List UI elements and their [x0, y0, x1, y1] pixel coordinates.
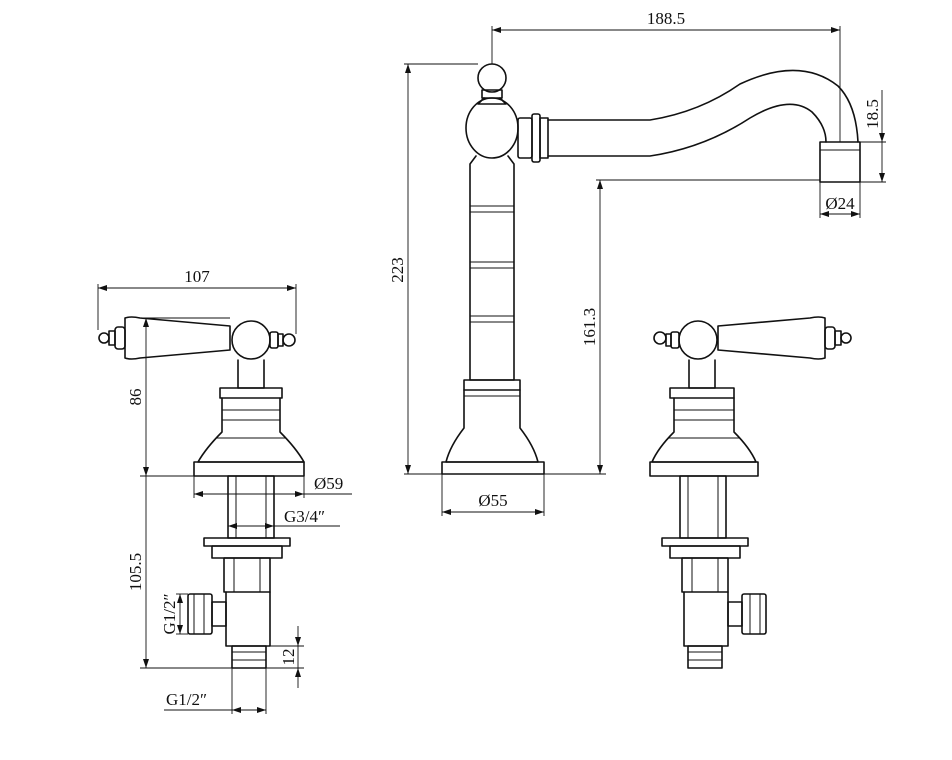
right-valve-body	[649, 359, 759, 477]
left-valve-body	[193, 359, 305, 477]
dim-base-diameter: Ø55	[478, 491, 507, 510]
dim-spout-tip-height: 18.5	[863, 99, 882, 129]
right-side-inlet	[727, 593, 767, 635]
right-valve-shank	[661, 475, 749, 669]
dim-spout-total-height: 223	[388, 257, 407, 283]
dim-side-inlet-thread: G1/2″	[160, 593, 179, 634]
dim-bottom-thread: G1/2″	[166, 690, 207, 709]
dim-handle-height: 86	[126, 389, 145, 406]
dim-valve-height: 105.5	[126, 553, 145, 591]
dim-thread-g34: G3/4″	[284, 507, 325, 526]
dim-spout-reach: 188.5	[647, 9, 685, 28]
spout	[441, 63, 861, 475]
left-dimensions: 107 86 Ø59 G3/4″ 105.5 G1/2″	[97, 267, 352, 714]
left-lever-handle	[98, 316, 296, 360]
left-valve-shank	[203, 475, 291, 669]
right-lever-handle	[653, 316, 852, 360]
dim-bottom-thread-length: 12	[279, 649, 298, 666]
dim-spout-outlet-height: 161.3	[580, 308, 599, 346]
dim-flange-diameter: Ø59	[314, 474, 343, 493]
spout-dimensions: 188.5 223 Ø55 161.3 18.5	[388, 9, 886, 516]
right-valve	[649, 316, 852, 669]
left-side-inlet	[187, 593, 227, 635]
dim-spout-outlet-diameter: Ø24	[825, 194, 855, 213]
left-valve	[98, 316, 305, 669]
dim-handle-width: 107	[184, 267, 210, 286]
